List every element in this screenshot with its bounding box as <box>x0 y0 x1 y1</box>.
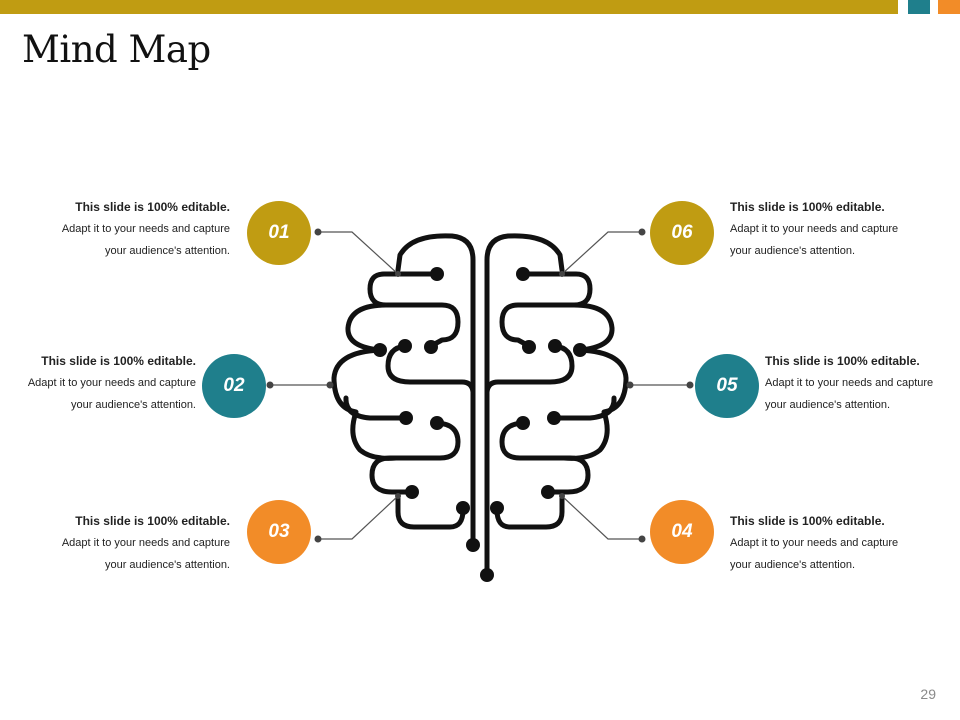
node-line: your audience's attention. <box>730 559 856 571</box>
node-circle-03: 03 <box>247 500 311 564</box>
node-circle-05: 05 <box>695 354 759 418</box>
node-heading: This slide is 100% editable. <box>75 200 230 214</box>
node-circle-06: 06 <box>650 201 714 265</box>
node-heading: This slide is 100% editable. <box>41 354 196 368</box>
node-line: your audience's attention. <box>70 399 196 411</box>
node-heading: This slide is 100% editable. <box>730 514 885 528</box>
node-line: Adapt it to your needs and capture <box>61 223 230 235</box>
node-line: your audience's attention. <box>104 559 230 571</box>
node-circle-01: 01 <box>247 201 311 265</box>
top-accent-bar <box>0 0 898 14</box>
connector-lines <box>270 231 690 540</box>
node-heading: This slide is 100% editable. <box>765 354 920 368</box>
node-text-01: This slide is 100% editable. Adapt it to… <box>0 196 230 262</box>
node-text-04: This slide is 100% editable. Adapt it to… <box>730 510 960 576</box>
node-text-03: This slide is 100% editable. Adapt it to… <box>0 510 230 576</box>
node-line: Adapt it to your needs and capture <box>27 377 196 389</box>
page-number: 29 <box>920 686 936 702</box>
accent-square-orange <box>938 0 960 14</box>
node-circle-02: 02 <box>202 354 266 418</box>
node-line: Adapt it to your needs and capture <box>61 537 230 549</box>
node-heading: This slide is 100% editable. <box>730 200 885 214</box>
connector-dots <box>266 228 694 543</box>
node-line: Adapt it to your needs and capture <box>730 537 899 549</box>
brain-nodes <box>373 267 587 582</box>
node-heading: This slide is 100% editable. <box>75 514 230 528</box>
accent-square-teal <box>908 0 930 14</box>
slide-title: Mind Map <box>22 28 211 71</box>
node-line: your audience's attention. <box>730 245 856 257</box>
node-text-02: This slide is 100% editable. Adapt it to… <box>0 350 196 416</box>
node-text-05: This slide is 100% editable. Adapt it to… <box>765 350 960 416</box>
node-text-06: This slide is 100% editable. Adapt it to… <box>730 196 960 262</box>
node-line: your audience's attention. <box>104 245 230 257</box>
node-line: Adapt it to your needs and capture <box>765 377 934 389</box>
node-line: your audience's attention. <box>765 399 891 411</box>
node-circle-04: 04 <box>650 500 714 564</box>
node-line: Adapt it to your needs and capture <box>730 223 899 235</box>
brain-icon <box>331 233 629 576</box>
